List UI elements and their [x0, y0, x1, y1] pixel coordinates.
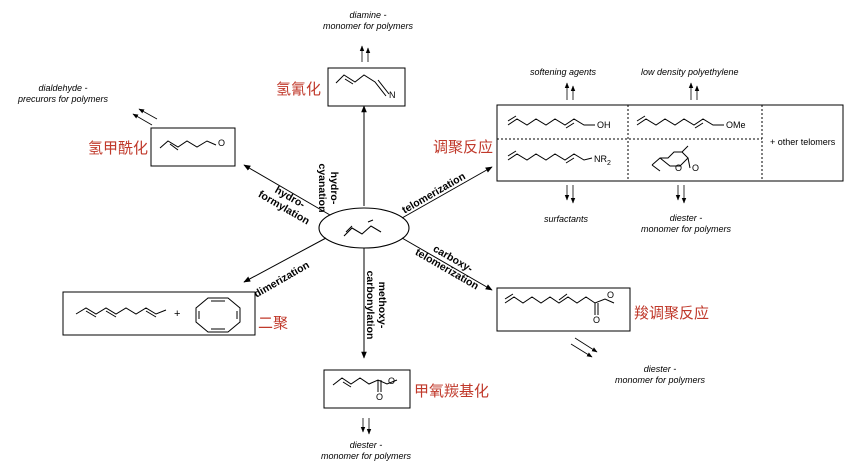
use-softening-agents: softening agents: [530, 67, 597, 77]
label-line-2: carbonylation: [364, 270, 376, 340]
use-line-1: diester -: [643, 364, 677, 374]
use-line-1: diester -: [349, 440, 383, 450]
carboxy-o-single: O: [607, 290, 615, 300]
use-line-2: monomer for polymers: [640, 224, 732, 234]
carboxy-o-double: O: [593, 315, 601, 325]
aldehyde-atom-label: O: [218, 138, 226, 148]
methoxycarbonylation-label: methoxy- carbonylation: [364, 260, 388, 350]
methoxycarbonylation-cn-label: 甲氧羰基化: [414, 382, 490, 400]
use-line-2: monomer for polymers: [322, 21, 414, 31]
nr2-label: NR2: [594, 154, 611, 167]
methoxycarbonylation-product: [323, 369, 411, 409]
dimerization-cn-label: 二聚: [258, 314, 289, 332]
methoxycarbonylation-use: diester - monomer for polymers: [316, 440, 416, 462]
use-line-2: monomer for polymers: [614, 375, 706, 385]
lactone-ring-o-label: O: [675, 163, 683, 173]
use-ldpe: low density polyethylene: [641, 67, 739, 77]
hydrocyanation-label: hydro- cyanation: [316, 148, 340, 228]
carboxytelomerization-cn-label: 羧调聚反应: [634, 304, 710, 322]
nr-subscript: 2: [607, 159, 611, 167]
other-telomers: + other telomers: [770, 137, 836, 147]
ester-o-double: O: [376, 392, 384, 402]
use-line-1: diamine -: [349, 10, 387, 20]
ester-o-single: O: [388, 376, 396, 386]
label-line-1: hydro-: [328, 171, 340, 205]
telomerization-cn-label: 调聚反应: [433, 138, 494, 156]
telomerization-products: [496, 104, 844, 182]
plus-sign: +: [174, 308, 181, 320]
carboxytelomerization-product: [496, 287, 631, 332]
use-line-2: precurors for polymers: [17, 94, 109, 104]
use-line-1: diester -: [669, 213, 703, 223]
carboxytelomerization-use: diester - monomer for polymers: [610, 364, 710, 386]
arrow-telomerization: [401, 166, 493, 219]
oh-label: OH: [597, 120, 611, 130]
arrow-carboxytelomerization: [401, 237, 493, 291]
use-surfactants: surfactants: [544, 214, 589, 224]
dimerization-products: [62, 291, 256, 336]
label-line-1: methoxy-: [376, 281, 388, 329]
hydrocyanation-product: [327, 67, 406, 107]
hydrocyanation-use: diamine - monomer for polymers: [318, 10, 418, 32]
telomer-diester-use: diester - monomer for polymers: [636, 213, 736, 235]
butadiene-center: [318, 207, 410, 249]
reaction-arrows: [243, 105, 493, 359]
ome-label: OMe: [726, 120, 746, 130]
nr-text: NR: [594, 154, 607, 164]
label-line-2: cyanation: [316, 163, 328, 213]
arrow-dimerization: [243, 237, 327, 283]
hydroformylation-product: [150, 127, 236, 167]
hydroformylation-use: dialdehyde - precurors for polymers: [8, 83, 118, 105]
hydroformylation-cn-label: 氢甲酰化: [88, 139, 149, 157]
use-line-2: monomer for polymers: [320, 451, 412, 461]
hydrocyanation-cn-label: 氢氰化: [276, 80, 322, 98]
nitrile-atom-label: N: [389, 90, 396, 100]
use-line-1: dialdehyde -: [38, 83, 88, 93]
use-arrows: [132, 45, 700, 435]
lactone-carbonyl-o-label: O: [692, 163, 700, 173]
arrow-hydroformylation: [243, 164, 331, 216]
